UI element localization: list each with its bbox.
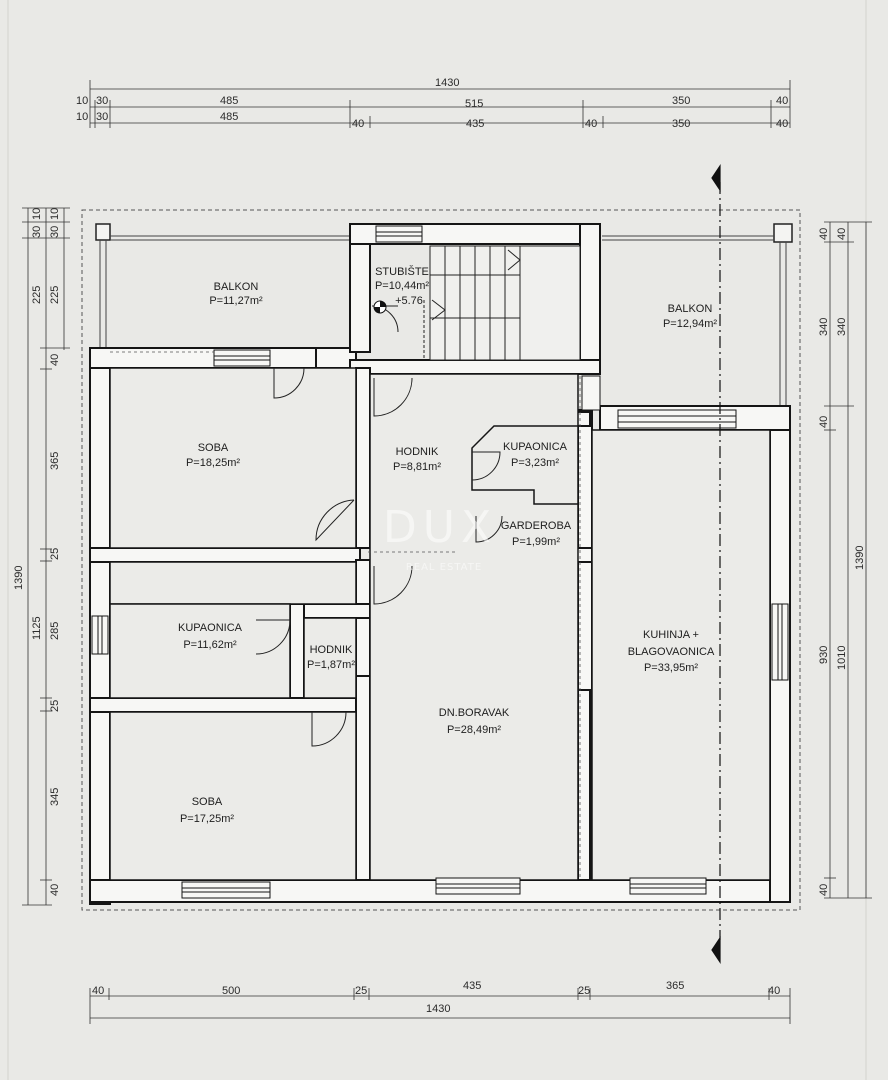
dim-top-r2-a: 10 bbox=[76, 111, 88, 123]
dim-left-outer: 1390 bbox=[13, 566, 25, 590]
level-marker-icon bbox=[373, 300, 387, 314]
dim-top-r1-e: 350 bbox=[672, 95, 690, 107]
dim-top-r1-d: 515 bbox=[465, 98, 483, 110]
dim-top-r2-f: 40 bbox=[585, 118, 597, 130]
dim-left-col-f: 25 bbox=[49, 548, 61, 560]
room-boravak-name: DN.BORAVAK bbox=[439, 707, 510, 719]
dim-left-col-j: 40 bbox=[49, 884, 61, 896]
dim-right-col-b: 340 bbox=[818, 318, 830, 336]
dim-bottom-c: 25 bbox=[355, 985, 367, 997]
dim-left-col2-a: 10 bbox=[49, 208, 61, 220]
dim-right-outer: 1390 bbox=[854, 546, 866, 570]
dim-bottom-d: 435 bbox=[463, 980, 481, 992]
dim-left-col-a: 10 bbox=[31, 208, 43, 220]
room-balkon-left-area: P=11,27m² bbox=[209, 295, 263, 307]
dim-top-r1-a: 10 bbox=[76, 95, 88, 107]
room-stubiste-name: STUBIŠTE bbox=[375, 265, 429, 278]
room-floors bbox=[109, 367, 771, 881]
opening-lines bbox=[110, 351, 581, 880]
door-swings bbox=[255, 305, 503, 747]
windows bbox=[91, 225, 789, 899]
dim-left-col2-c: 225 bbox=[49, 286, 61, 304]
dim-left-col-g: 285 bbox=[49, 622, 61, 640]
dim-top-r1-c: 485 bbox=[220, 95, 238, 107]
roof-outline bbox=[81, 209, 801, 911]
dim-bottom-a: 40 bbox=[92, 985, 104, 997]
dim-bottom-total: 1430 bbox=[426, 1003, 450, 1015]
dim-left-mid: 1125 bbox=[31, 616, 43, 640]
room-hodnik-main-name: HODNIK bbox=[396, 446, 439, 458]
watermark-tagline: REAL ESTATE bbox=[406, 562, 482, 573]
room-soba-bottom-area: P=17,25m² bbox=[180, 813, 234, 825]
dim-top-r2-g: 350 bbox=[672, 118, 690, 130]
dim-top-r1-b: 30 bbox=[96, 95, 108, 107]
room-kupaonica-left-area: P=11,62m² bbox=[183, 639, 237, 651]
room-balkon-right-name: BALKON bbox=[668, 303, 713, 315]
right-dimension-lines bbox=[824, 221, 872, 899]
dim-top-r2-c: 485 bbox=[220, 111, 238, 123]
watermark-logo: DUX bbox=[383, 502, 497, 553]
dim-top-r2-e: 435 bbox=[466, 118, 484, 130]
room-soba-top-name: SOBA bbox=[198, 442, 229, 454]
dim-left-col-d: 40 bbox=[49, 354, 61, 366]
left-dimension-lines bbox=[22, 207, 70, 906]
room-stubiste-area: P=10,44m² bbox=[375, 280, 429, 292]
dim-top-r1-f: 40 bbox=[776, 95, 788, 107]
room-garderoba-name: GARDEROBA bbox=[501, 520, 572, 532]
bottom-dimension-lines bbox=[89, 988, 791, 1024]
room-kupaonica-small-area: P=3,23m² bbox=[511, 457, 559, 469]
dim-right-col-d: 930 bbox=[818, 646, 830, 664]
room-hodnik-small-name: HODNIK bbox=[310, 644, 353, 656]
room-soba-bottom-name: SOBA bbox=[192, 796, 223, 808]
dim-right-col-a: 40 bbox=[818, 228, 830, 240]
room-kupaonica-left-name: KUPAONICA bbox=[178, 622, 243, 634]
dim-bottom-e: 25 bbox=[578, 985, 590, 997]
room-boravak-area: P=28,49m² bbox=[447, 724, 501, 736]
staircase bbox=[423, 245, 581, 361]
dim-right-col-e: 40 bbox=[818, 884, 830, 896]
room-hodnik-small-area: P=1,87m² bbox=[307, 659, 355, 671]
dim-left-col-h: 25 bbox=[49, 700, 61, 712]
room-kuhinja-area: P=33,95m² bbox=[644, 662, 698, 674]
section-line bbox=[711, 164, 721, 964]
room-kuhinja-name-line1: KUHINJA + bbox=[643, 629, 699, 641]
dim-right-col-c: 40 bbox=[818, 416, 830, 428]
room-garderoba-area: P=1,99m² bbox=[512, 536, 560, 548]
dim-top-r2-h: 40 bbox=[776, 118, 788, 130]
dim-right-col2-c: 1010 bbox=[836, 646, 848, 670]
dim-bottom-f: 365 bbox=[666, 980, 684, 992]
dim-right-col2-b: 340 bbox=[836, 318, 848, 336]
room-kuhinja-name-line2: BLAGOVAONICA bbox=[628, 646, 715, 658]
room-stubiste-level: +5.76 bbox=[395, 295, 423, 307]
dim-left-col-e: 365 bbox=[49, 452, 61, 470]
dim-left-col-b: 30 bbox=[31, 226, 43, 238]
top-dimension-lines bbox=[89, 80, 791, 128]
dim-left-col-c: 225 bbox=[31, 286, 43, 304]
dim-bottom-g: 40 bbox=[768, 985, 780, 997]
dim-left-col-i: 345 bbox=[49, 788, 61, 806]
dim-top-total: 1430 bbox=[435, 77, 459, 89]
dim-bottom-b: 500 bbox=[222, 985, 240, 997]
dim-top-r2-d: 40 bbox=[352, 118, 364, 130]
room-kupaonica-small-name: KUPAONICA bbox=[503, 441, 568, 453]
dim-left-col2-b: 30 bbox=[49, 226, 61, 238]
room-soba-top-area: P=18,25m² bbox=[186, 457, 240, 469]
room-hodnik-main-area: P=8,81m² bbox=[393, 461, 441, 473]
dim-right-col2-a: 40 bbox=[836, 228, 848, 240]
room-balkon-left-name: BALKON bbox=[214, 281, 259, 293]
room-balkon-right-area: P=12,94m² bbox=[663, 318, 717, 330]
dim-top-r2-b: 30 bbox=[96, 111, 108, 123]
balcony-railings bbox=[95, 223, 793, 410]
